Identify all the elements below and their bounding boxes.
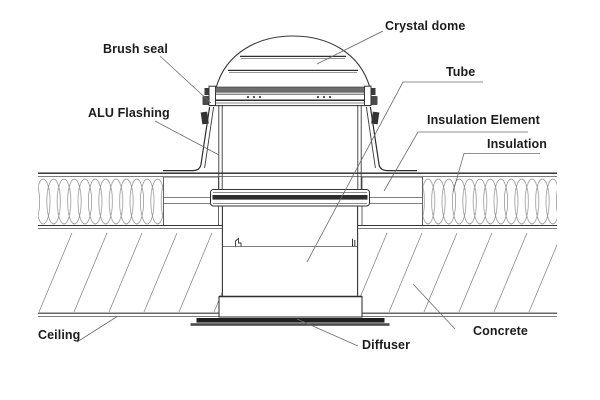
leader-tube [306,81,483,263]
leader-insulation-element [383,131,528,192]
leader-diffuser [296,318,359,347]
leader-brush-seal [159,55,212,104]
leader-insulation [452,153,540,193]
leader-lines [76,30,540,347]
diffuser-housing [218,295,363,318]
label-concrete: Concrete [473,324,528,338]
insulation-right [423,178,557,225]
tube-clip-right [352,238,356,247]
roof-insulation-layer [38,178,557,225]
leader-concrete [412,283,456,330]
diffuser-panel [190,318,390,326]
alu-flashing-right [365,106,417,172]
label-ceiling: Ceiling [38,328,81,342]
tube-body [221,206,359,297]
dome-outline [215,35,371,89]
leader-ceiling [76,315,119,343]
alu-flashing-left [163,106,215,172]
insulation-bottom-lines [38,224,557,230]
frame-vent-dots [246,95,332,99]
concrete-slab [38,233,557,312]
label-crystal-dome: Crystal dome [385,19,466,33]
crystal-dome [215,35,371,89]
leader-crystal-dome [316,30,384,65]
concrete-left [38,233,222,312]
insulation-left [38,178,163,225]
label-brush-seal: Brush seal [103,42,168,56]
label-diffuser: Diffuser [362,338,411,352]
label-alu-flashing: ALU Flashing [88,106,170,120]
label-insulation: Insulation [487,137,548,151]
concrete-right [358,233,557,312]
frame-seal-strip [215,86,365,93]
ceiling-lines [38,312,557,317]
label-insulation-element: Insulation Element [427,113,540,127]
curb-walls [218,105,362,190]
insulation-element-right [361,176,423,226]
frame-end-cap-right [364,85,372,106]
dome-frame [208,85,372,107]
roof-membrane-lines [38,172,557,178]
label-tube: Tube [446,65,476,79]
leader-alu-flashing [154,120,220,156]
frame-end-cap-left [208,85,216,106]
tube-connector-ring [210,189,370,207]
tube-clip-left [235,237,242,247]
